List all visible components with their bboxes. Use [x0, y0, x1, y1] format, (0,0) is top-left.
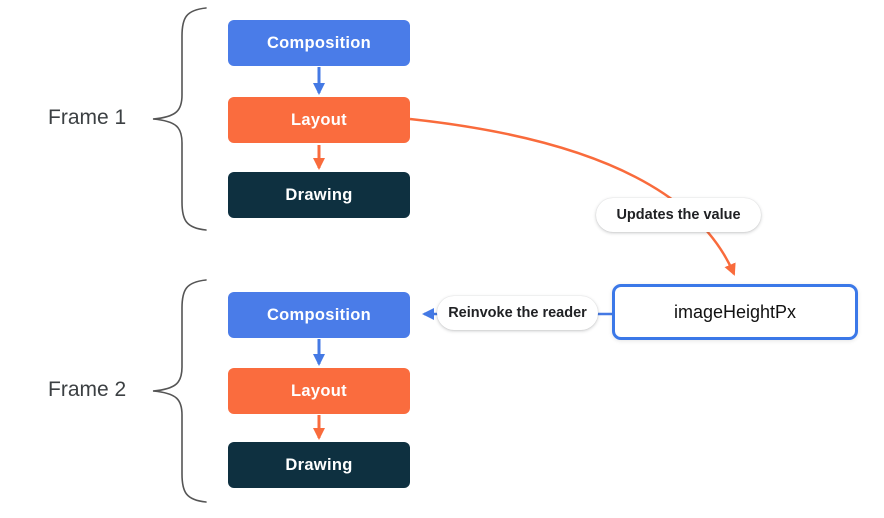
stage-composition-frame-2: Composition	[228, 292, 410, 338]
callout-updates-the-value: Updates the value	[596, 198, 761, 232]
frame-1-brace	[152, 7, 207, 231]
stage-drawing-frame-1: Drawing	[228, 172, 410, 218]
value-box-imageheightpx: imageHeightPx	[612, 284, 858, 340]
frame-2-label: Frame 2	[48, 378, 127, 401]
stage-composition-frame-1: Composition	[228, 20, 410, 66]
callout-reinvoke-the-reader: Reinvoke the reader	[437, 296, 598, 330]
stage-layout-frame-1: Layout	[228, 97, 410, 143]
arrow-layout-to-value-box	[409, 117, 736, 276]
frame-2-brace	[152, 279, 207, 503]
stage-layout-frame-2: Layout	[228, 368, 410, 414]
frame-1-label: Frame 1	[48, 106, 127, 129]
stage-drawing-frame-2: Drawing	[228, 442, 410, 488]
